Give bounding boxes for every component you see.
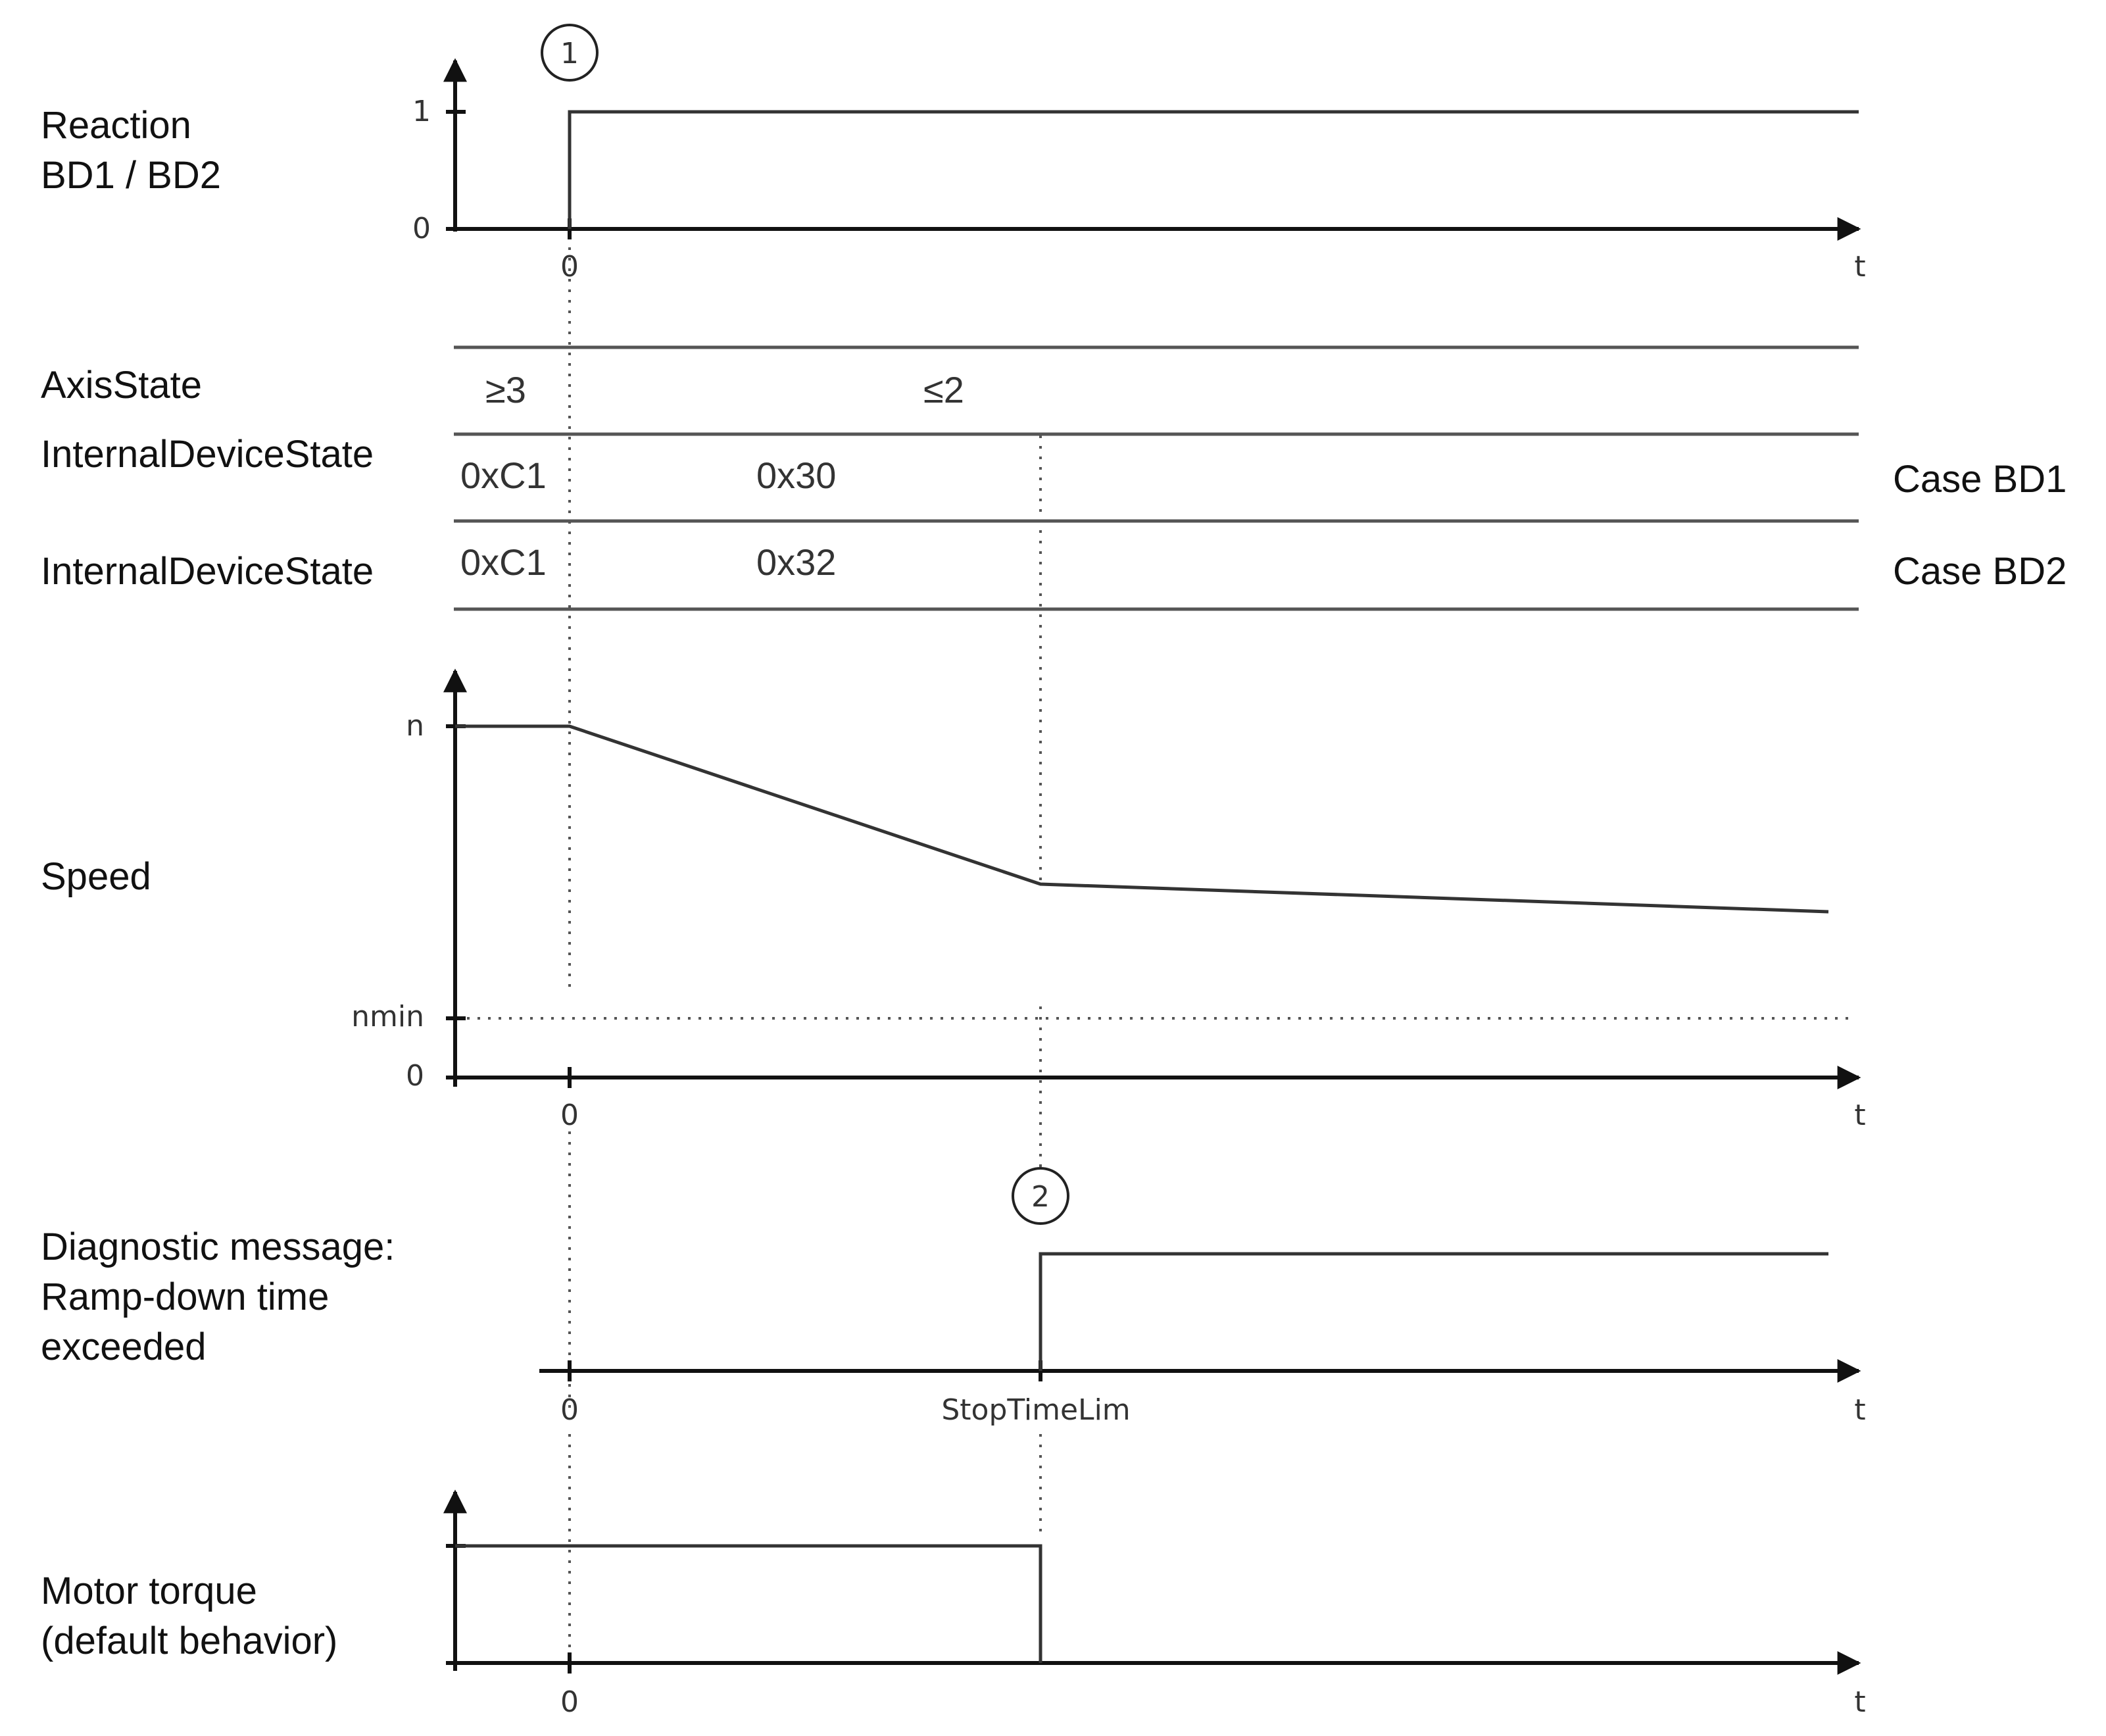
diagnostic-time-zero: 0 — [560, 1393, 579, 1427]
motor-torque-plot: 0 t — [443, 1489, 1866, 1719]
marker-1-number: 1 — [560, 37, 579, 70]
diagnostic-message-label: Diagnostic message: Ramp-down time excee… — [41, 1226, 406, 1368]
motor-torque-label: Motor torque (default behavior) — [41, 1570, 337, 1662]
speed-label: Speed — [41, 855, 151, 898]
bd1-state-after-value: 0x30 — [756, 455, 836, 496]
marker-2-number: 2 — [1031, 1180, 1050, 1214]
case-bd1-label: Case BD1 — [1893, 458, 2067, 501]
internal-device-state-bd1-label: InternalDeviceState — [41, 433, 374, 476]
torque-time-zero: 0 — [560, 1685, 579, 1719]
case-bd2-label: Case BD2 — [1893, 550, 2067, 593]
reaction-label-zero: 0 — [412, 212, 431, 245]
bd2-state-after-value: 0x32 — [756, 541, 836, 583]
marker-2-circle — [1012, 1167, 1069, 1225]
reaction-label: Reaction BD1 / BD2 — [41, 104, 221, 197]
internal-device-state-bd2-label: InternalDeviceState — [41, 550, 374, 593]
axis-state-label: AxisState — [41, 364, 202, 407]
speed-time-zero: 0 — [560, 1099, 579, 1132]
state-bands: ≥3 ≤2 0xC1 0x30 0xC1 0x32 — [454, 345, 1859, 611]
speed-label-nmin: nmin — [351, 1000, 424, 1033]
axis-state-before-value: ≥3 — [485, 369, 526, 410]
speed-plot: n nmin 0 0 t — [351, 668, 1866, 1132]
marker-1-circle — [541, 24, 599, 82]
reaction-label-one: 1 — [412, 95, 431, 128]
torque-signal — [455, 1544, 1042, 1663]
reaction-time-label: t — [1854, 250, 1865, 284]
bd2-state-before-value: 0xC1 — [460, 541, 547, 583]
speed-time-label: t — [1854, 1099, 1865, 1132]
reaction-signal — [568, 110, 1859, 229]
reaction-plot: 1 0 0 t 1 — [412, 24, 1866, 284]
axis-state-after-value: ≤2 — [923, 369, 964, 410]
speed-label-zero: 0 — [406, 1059, 424, 1093]
diagnostic-signal — [1039, 1252, 1828, 1371]
diagnostic-time-label: t — [1854, 1393, 1865, 1427]
diagnostic-plot: 0 StopTimeLim t 2 — [539, 1167, 1866, 1427]
speed-curve — [455, 724, 1829, 914]
bd1-state-before-value: 0xC1 — [460, 455, 547, 496]
torque-time-label: t — [1854, 1685, 1865, 1719]
speed-label-n: n — [406, 709, 424, 743]
reaction-time-zero: 0 — [560, 250, 579, 284]
stop-time-lim-label: StopTimeLim — [941, 1393, 1130, 1427]
